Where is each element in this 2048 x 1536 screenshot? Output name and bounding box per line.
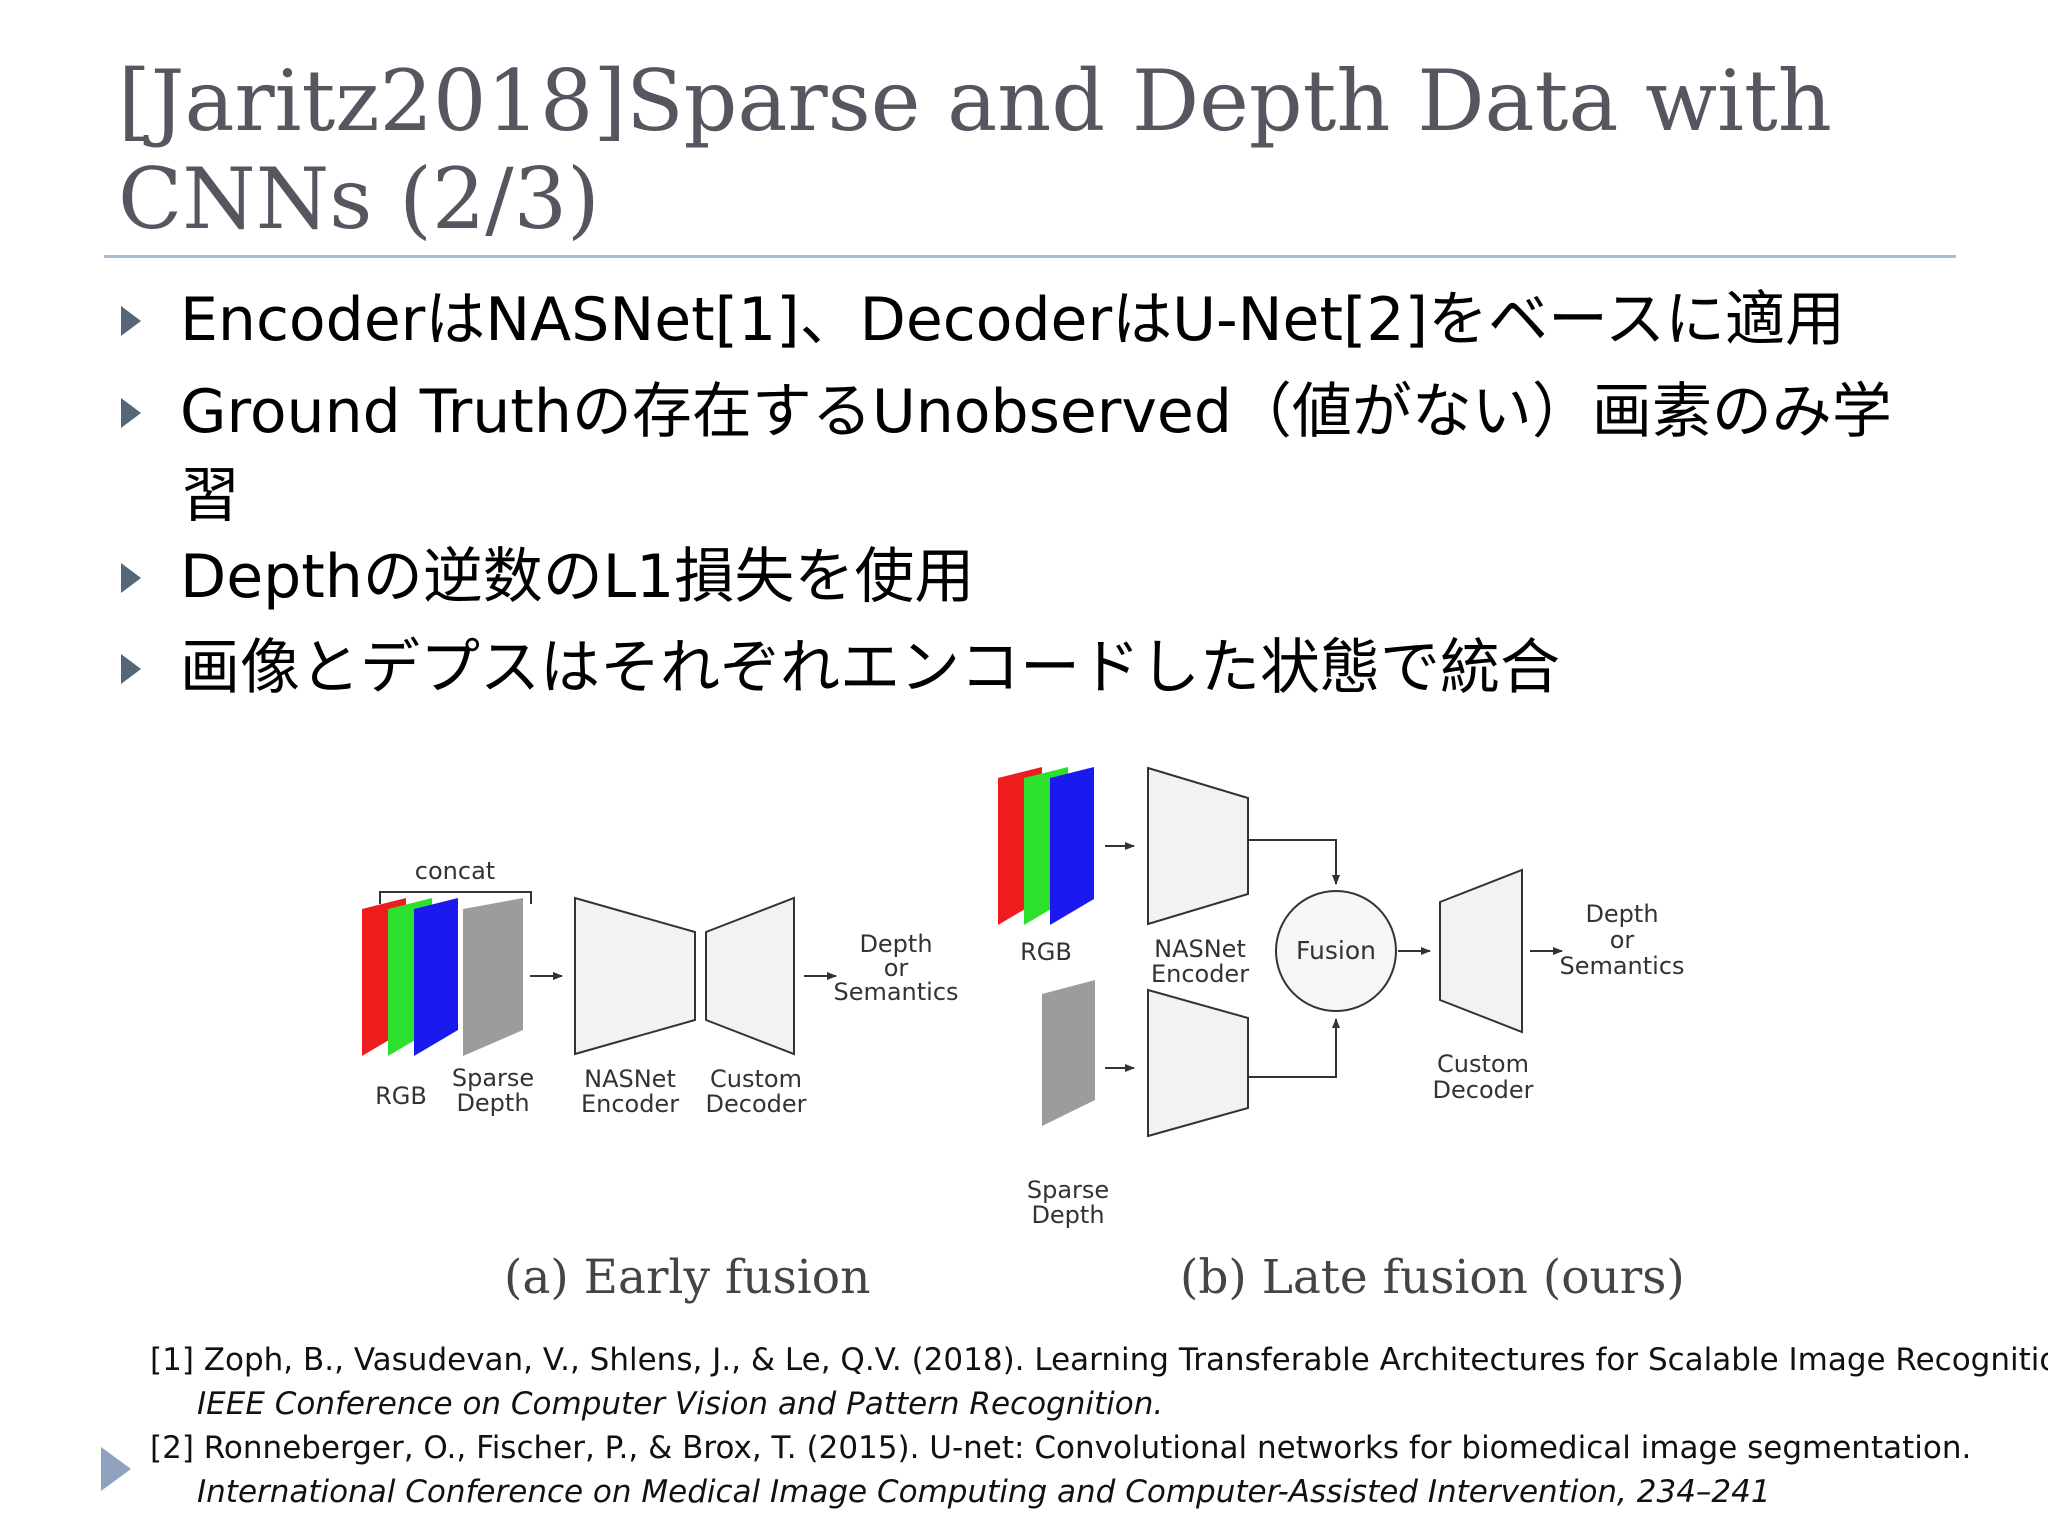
reference-2: [2] Ronneberger, O., Fischer, P., & Brox…: [150, 1426, 2010, 1470]
late-decoder-label-line2: Decoder: [1433, 1076, 1534, 1104]
references: [1] Zoph, B., Vasudevan, V., Shlens, J.,…: [150, 1338, 2048, 1514]
early-custom-decoder-block: [705, 896, 795, 1056]
early-output-label-line3: Semantics: [833, 978, 958, 1006]
late-output-label-line1: Depth: [1585, 900, 1658, 928]
reference-citation: Zoph, B., Vasudevan, V., Shlens, J., & L…: [203, 1342, 2048, 1378]
reference-venue: IEEE Conference on Computer Vision and P…: [197, 1386, 1164, 1422]
early-rgb-blue-channel: [414, 898, 458, 1056]
early-encoder-label-line2: Encoder: [581, 1090, 679, 1118]
early-depth-label: Depth: [456, 1089, 529, 1117]
late-depth-encoder-block: [1147, 988, 1249, 1138]
fusion-label: Fusion: [1296, 936, 1376, 965]
reference-number: [2]: [150, 1430, 194, 1466]
slide-title: [Jaritz2018]Sparse and Depth Data with C…: [118, 52, 1832, 248]
early-encoder-label-line1: NASNet: [584, 1065, 676, 1093]
bullet-text: EncoderはNASNet[1]、DecoderはU-Net[2]をベースに適…: [180, 285, 1845, 355]
late-sparse-label: Sparse: [1027, 1176, 1109, 1204]
early-nasnet-encoder-block: [574, 896, 696, 1056]
late-custom-decoder-block: [1439, 868, 1523, 1034]
early-sparse-label: Sparse: [452, 1064, 534, 1092]
bullet-marker-icon: [121, 563, 141, 593]
concat-label: concat: [415, 857, 495, 885]
early-output-label-line2: or: [884, 954, 909, 982]
late-encoder-label-line2: Encoder: [1151, 960, 1249, 988]
late-depth-label: Depth: [1031, 1201, 1104, 1229]
bullet-text: Depthの逆数のL1損失を使用: [180, 542, 975, 612]
early-sparse-depth-channel: [463, 898, 523, 1056]
early-decoder-label-line2: Decoder: [706, 1090, 807, 1118]
bullet-marker-icon: [121, 654, 141, 684]
reference-1: [1] Zoph, B., Vasudevan, V., Shlens, J.,…: [150, 1338, 2048, 1382]
late-rgb-to-fusion-arrow: [1248, 839, 1340, 885]
bullet-marker-icon: [121, 398, 141, 428]
title-divider: [104, 255, 1956, 258]
reference-venue: International Conference on Medical Imag…: [197, 1474, 1771, 1510]
late-output-label-line2: or: [1610, 926, 1635, 954]
late-fusion-caption: (b) Late fusion (ours): [1180, 1250, 1685, 1305]
late-sparse-depth-channel: [1042, 980, 1095, 1126]
late-rgb-label: RGB: [1020, 938, 1072, 966]
late-fusion-diagram: RGB Sparse Depth NASNet Encoder Fusion C…: [998, 766, 1685, 1229]
fusion-diagram: concat RGB Sparse Depth NASNet Encoder C…: [362, 766, 1685, 1229]
late-rgb-blue-channel: [1050, 767, 1094, 925]
late-decoder-label-line1: Custom: [1437, 1050, 1529, 1078]
concat-bracket: [379, 891, 532, 904]
early-fusion-caption: (a) Early fusion: [504, 1250, 871, 1305]
early-output-label-line1: Depth: [859, 930, 932, 958]
late-rgb-encoder-block: [1147, 766, 1249, 926]
early-fusion-diagram: concat RGB Sparse Depth NASNet Encoder C…: [362, 857, 959, 1118]
fusion-architecture-figure: concat RGB Sparse Depth NASNet Encoder C…: [118, 712, 1938, 1335]
late-encoder-label-line1: NASNet: [1154, 935, 1246, 963]
reference-citation: Ronneberger, O., Fischer, P., & Brox, T.…: [203, 1430, 1972, 1466]
next-slide-arrow-icon[interactable]: [101, 1447, 131, 1491]
bullet-marker-icon: [121, 306, 141, 336]
bullet-text: Ground Truthの存在するUnobserved（値がない）画素のみ学習: [180, 377, 1892, 531]
late-depth-to-fusion-arrow: [1248, 1018, 1340, 1078]
bullet-text: 画像とデプスはそれぞれエンコードした状態で統合: [180, 633, 1560, 703]
reference-number: [1]: [150, 1342, 194, 1378]
early-decoder-label-line1: Custom: [710, 1065, 802, 1093]
fusion-node: [1275, 890, 1397, 1012]
early-rgb-label: RGB: [375, 1082, 427, 1110]
late-output-label-line3: Semantics: [1559, 952, 1684, 980]
